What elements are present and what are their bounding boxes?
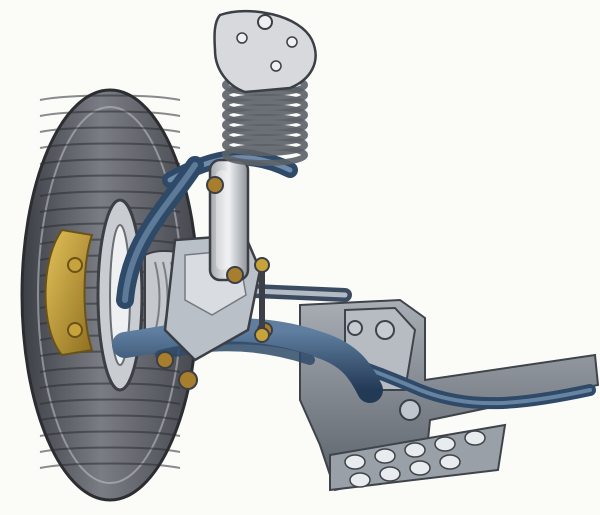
bolt [178,370,198,390]
subframe-hole [439,454,461,470]
subframe-hole [379,466,401,482]
tread-line [39,126,181,133]
tread-line [39,142,181,149]
bolt [156,351,174,369]
subframe-hole [374,448,396,464]
tread-line [39,94,181,101]
tread-line [39,110,181,117]
strut [208,9,317,282]
drop-link-joint-bottom [254,327,270,343]
top-mount-bolt-3 [270,60,282,72]
subframe-hole [434,436,456,452]
subframe-hole [404,442,426,458]
tread-line [39,158,181,165]
caliper-bolt-1 [67,257,83,273]
strut-top-mount [213,9,317,94]
tread-line [39,414,181,421]
spring-coil [222,144,308,166]
tread-line [39,446,181,453]
tread-line [39,382,181,389]
top-mount-bolt-1 [236,32,248,44]
bolt [226,266,244,284]
bracket-bolt [375,320,395,340]
brake-caliper [44,228,94,357]
subframe-hole [349,472,371,488]
top-mount-bolt-2 [286,36,298,48]
subframe-hole [344,454,366,470]
subframe-holes [344,430,486,488]
tread-line [39,398,181,405]
bolt [206,176,224,194]
tread-line [39,430,181,437]
spring-coil [222,114,308,136]
spring-coil [222,94,308,116]
cv-boot-rib [154,261,161,333]
tread-line [39,462,181,469]
anti-roll-bar-bushing [399,399,421,421]
subframe-hole [464,430,486,446]
caliper-bolt-2 [67,322,83,338]
subframe-hole [409,460,431,476]
bracket-bolt-2 [347,320,363,336]
drop-link-joint-top [254,257,270,273]
spring-coil [222,124,308,146]
top-mount-nut [257,14,273,30]
spring-coil [222,134,308,156]
spring-coil [222,104,308,126]
